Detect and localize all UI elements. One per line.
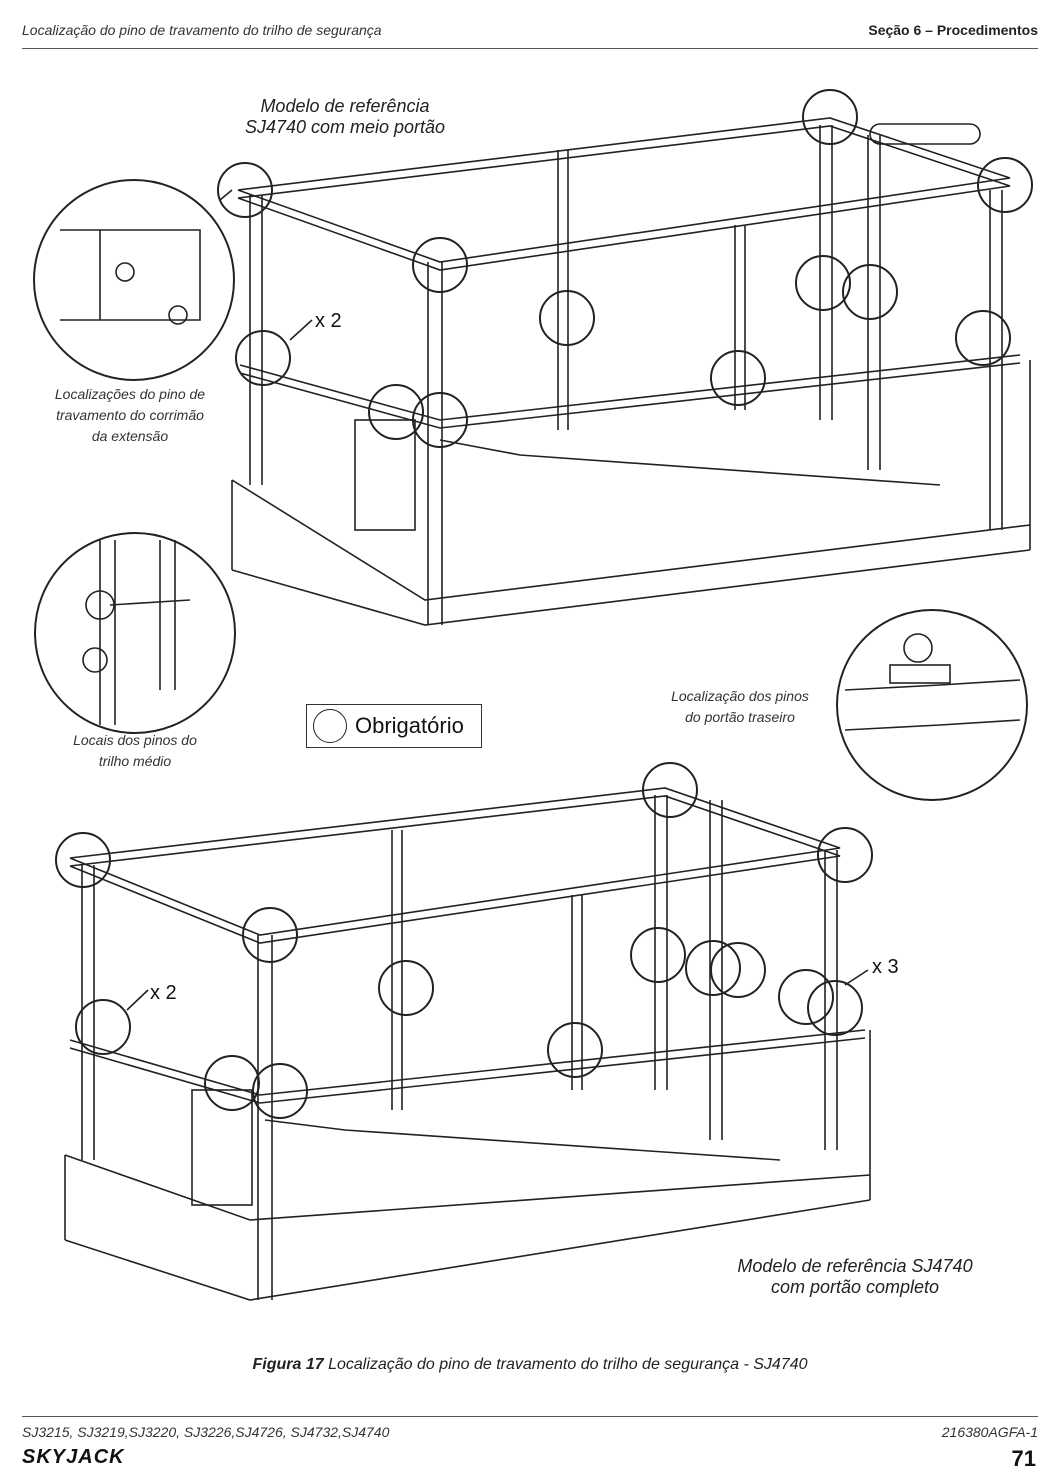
- rear-gate-caption: Localização dos pinos do portão traseiro: [650, 686, 830, 728]
- extension-rail-line1: Localizações do pino de: [54, 386, 206, 402]
- top-model-line1: Modelo de referência: [260, 96, 430, 116]
- bottom-platform-drawing: [64, 787, 871, 1301]
- top-left-count: x 2: [315, 310, 342, 332]
- figure-number: Figura 17: [252, 1356, 324, 1373]
- top-required-markers: [217, 89, 1033, 448]
- top-platform-drawing: [231, 117, 1031, 626]
- rear-gate-line1: Localização dos pinos: [671, 688, 809, 704]
- mid-rail-caption: Locais dos pinos do trilho médio: [40, 730, 230, 772]
- extension-rail-caption: Localizações do pino de travamento do co…: [30, 384, 230, 447]
- top-model-line2: SJ4740 com meio portão: [244, 117, 446, 137]
- figure-caption-text: Localização do pino de travamento do tri…: [328, 1356, 808, 1373]
- rear-gate-zoom: [836, 609, 1028, 801]
- footer-models: SJ3215, SJ3219,SJ3220, SJ3226,SJ4726, SJ…: [22, 1424, 390, 1440]
- bottom-left-count: x 2: [150, 982, 177, 1004]
- footer-doc-number: 216380AGFA-1: [941, 1424, 1038, 1440]
- required-legend: Obrigatório: [306, 704, 482, 748]
- figure-caption: Figura 17 Localização do pino de travame…: [0, 1356, 1060, 1374]
- required-circle-icon: [313, 709, 347, 743]
- footer-divider: [22, 1416, 1038, 1417]
- extension-rail-zoom: [33, 179, 235, 381]
- extension-rail-line2: travamento do corrimão: [56, 407, 204, 423]
- page-number: 71: [1011, 1446, 1036, 1471]
- bottom-model-line2: com portão completo: [770, 1277, 940, 1297]
- bottom-right-count: x 3: [872, 956, 899, 978]
- extension-rail-line3: da extensão: [91, 428, 169, 444]
- rear-gate-line2: do portão traseiro: [685, 709, 795, 725]
- bottom-required-markers: [55, 762, 873, 1119]
- mid-rail-line1: Locais dos pinos do: [73, 732, 197, 748]
- mid-rail-zoom: [34, 532, 236, 734]
- header-chapter: Seção 6 – Procedimentos: [868, 22, 1038, 38]
- header-divider: [22, 48, 1038, 49]
- bottom-model-line1: Modelo de referência SJ4740: [737, 1256, 973, 1276]
- brand-logo: SKYJACK: [22, 1446, 125, 1468]
- mid-rail-line2: trilho médio: [98, 753, 172, 769]
- header-section-title: Localização do pino de travamento do tri…: [22, 22, 382, 38]
- bottom-model-label: Modelo de referência SJ4740 com portão c…: [710, 1256, 1000, 1298]
- legend-label: Obrigatório: [355, 713, 464, 738]
- top-model-label: Modelo de referência SJ4740 com meio por…: [230, 96, 460, 138]
